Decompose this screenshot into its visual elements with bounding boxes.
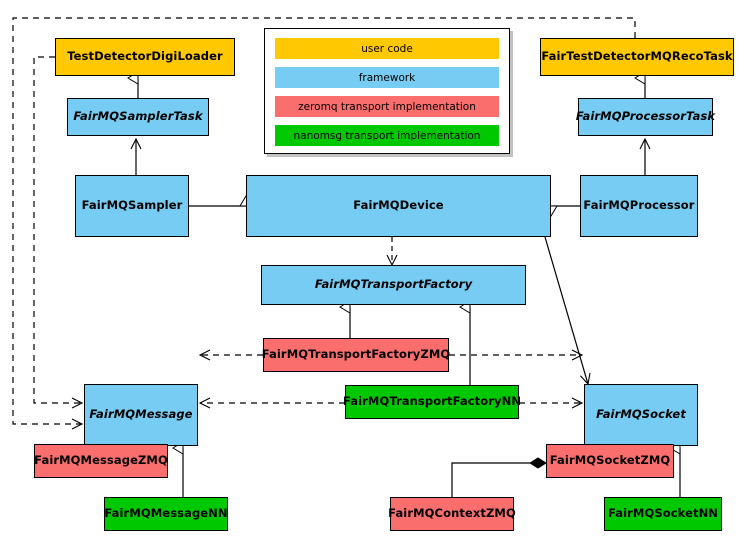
class-node-fairmqprocessor[interactable]: FairMQProcessor: [580, 175, 698, 237]
class-node-fairmqmessagenn[interactable]: FairMQMessageNN: [104, 497, 228, 531]
class-label-fairmqmessagezmq: FairMQMessageZMQ: [34, 453, 168, 468]
class-node-fairtestdetectormqrecotask[interactable]: FairTestDetectorMQRecoTask: [540, 38, 734, 76]
class-label-fairmqsampler: FairMQSampler: [81, 198, 183, 213]
class-node-fairmqmessage[interactable]: FairMQMessage: [84, 384, 198, 446]
legend-item-user-code: user code: [275, 38, 499, 59]
legend-label-zeromq: zeromq transport implementation: [298, 100, 476, 113]
class-label-fairmqmessagenn: FairMQMessageNN: [104, 506, 228, 521]
class-label-fairmqcontextzmq: FairMQContextZMQ: [388, 506, 516, 521]
class-node-fairmqprocessortask[interactable]: FairMQProcessorTask: [575, 98, 716, 136]
class-node-fairmqtransportfactorynn[interactable]: FairMQTransportFactoryNN: [342, 385, 522, 419]
class-label-fairtestdetectormqrecotask: FairTestDetectorMQRecoTask: [541, 49, 733, 64]
class-node-fairmqsocketzmq[interactable]: FairMQSocketZMQ: [546, 444, 674, 478]
edge-device-socket: [544, 236, 591, 386]
class-label-fairmqtransportfactoryzmq: FairMQTransportFactoryZMQ: [261, 347, 451, 362]
class-label-fairmqdevice: FairMQDevice: [353, 198, 444, 213]
legend-item-zeromq: zeromq transport implementation: [275, 96, 499, 117]
class-label-fairmqprocessor: FairMQProcessor: [583, 198, 695, 213]
class-node-fairmqmessagezmq[interactable]: FairMQMessageZMQ: [34, 444, 168, 478]
class-label-testdetectordigiloader: TestDetectorDigiLoader: [67, 49, 223, 64]
class-node-fairmqsocketnn[interactable]: FairMQSocketNN: [604, 497, 722, 531]
legend-item-framework: framework: [275, 67, 499, 88]
class-label-fairmqprocessortask: FairMQProcessorTask: [575, 109, 716, 124]
class-label-fairmqsocketnn: FairMQSocketNN: [607, 506, 719, 521]
class-node-fairmqdevice[interactable]: FairMQDevice: [246, 175, 551, 237]
class-label-fairmqtransportfactorynn: FairMQTransportFactoryNN: [342, 394, 522, 409]
edge-contextzmq-socketzmq: [451, 457, 547, 497]
class-label-fairmqtransportfactory: FairMQTransportFactory: [314, 277, 473, 292]
class-label-fairmqsocketzmq: FairMQSocketZMQ: [549, 453, 671, 468]
legend-label-user-code: user code: [361, 42, 413, 55]
legend-label-framework: framework: [358, 71, 416, 84]
class-node-fairmqtransportfactory[interactable]: FairMQTransportFactory: [261, 265, 526, 305]
class-node-fairmqsamplertask[interactable]: FairMQSamplerTask: [67, 98, 209, 136]
class-label-fairmqsocket: FairMQSocket: [596, 407, 686, 422]
class-node-testdetectordigiloader[interactable]: TestDetectorDigiLoader: [55, 38, 235, 76]
legend-item-nanomsg: nanomsg transport implementation: [275, 125, 499, 146]
class-node-fairmqsampler[interactable]: FairMQSampler: [75, 175, 189, 237]
class-node-fairmqcontextzmq[interactable]: FairMQContextZMQ: [388, 497, 516, 531]
class-node-fairmqtransportfactoryzmq[interactable]: FairMQTransportFactoryZMQ: [261, 338, 451, 372]
class-node-fairmqsocket[interactable]: FairMQSocket: [584, 384, 698, 446]
class-label-fairmqmessage: FairMQMessage: [89, 407, 193, 422]
legend: user code framework zeromq transport imp…: [264, 28, 510, 154]
class-label-fairmqsamplertask: FairMQSamplerTask: [73, 109, 203, 124]
legend-label-nanomsg: nanomsg transport implementation: [293, 129, 481, 142]
